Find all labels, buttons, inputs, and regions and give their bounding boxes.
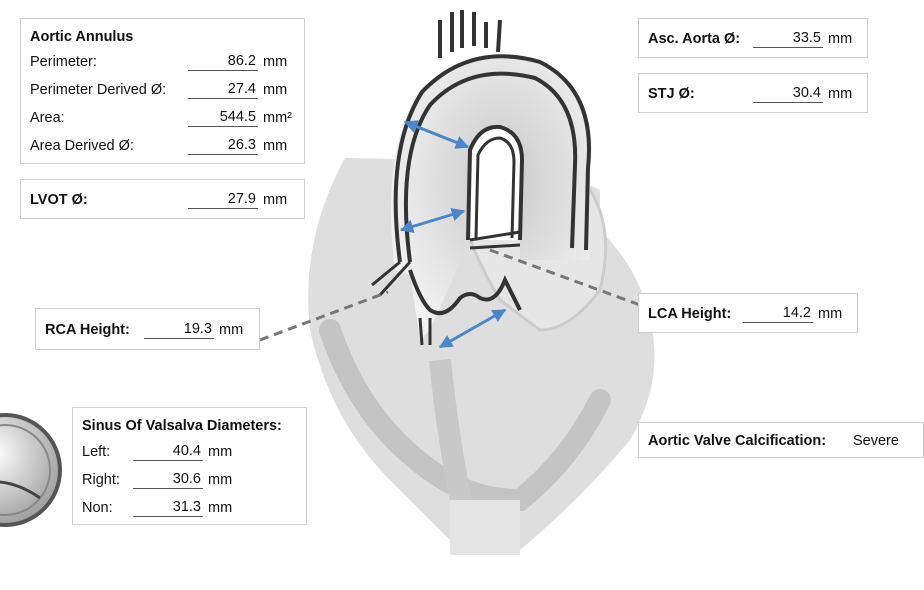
sinus-non-value: 31.3 bbox=[133, 498, 203, 517]
lca-leader-line bbox=[489, 248, 641, 307]
annulus-row-area-derived: Area Derived Ø: 26.3 mm bbox=[30, 136, 288, 155]
sinus-left-value: 40.4 bbox=[133, 442, 203, 461]
area-derived-value: 26.3 bbox=[188, 136, 258, 155]
stj-panel: STJ Ø: 30.4 mm bbox=[638, 73, 868, 113]
lca-height-panel: LCA Height: 14.2 mm bbox=[638, 293, 858, 333]
asc-aorta-arrow bbox=[403, 120, 470, 149]
rca-height-panel: RCA Height: 19.3 mm bbox=[35, 308, 260, 350]
area-value: 544.5 bbox=[188, 108, 258, 127]
sinus-of-valsalva-panel: Sinus Of Valsalva Diameters: Left: 40.4 … bbox=[72, 407, 307, 525]
asc-aorta-value: 33.5 bbox=[753, 29, 823, 48]
perimeter-derived-value: 27.4 bbox=[188, 80, 258, 99]
aortic-annulus-title: Aortic Annulus bbox=[30, 29, 134, 45]
aortic-valve-icon bbox=[0, 413, 62, 527]
calcification-panel: Aortic Valve Calcification: Severe bbox=[638, 422, 924, 458]
sinus-row-left: Left: 40.4 mm bbox=[82, 442, 233, 461]
perimeter-value: 86.2 bbox=[188, 52, 258, 71]
lvot-panel: LVOT Ø: 27.9 mm bbox=[20, 179, 305, 219]
annulus-row-perimeter-derived: Perimeter Derived Ø: 27.4 mm bbox=[30, 80, 288, 99]
annulus-row-perimeter: Perimeter: 86.2 mm bbox=[30, 52, 288, 71]
lca-height-value: 14.2 bbox=[743, 304, 813, 323]
calcification-value: Severe bbox=[853, 433, 899, 449]
stj-value: 30.4 bbox=[753, 84, 823, 103]
sinus-row-non: Non: 31.3 mm bbox=[82, 498, 233, 517]
lvot-value: 27.9 bbox=[188, 190, 258, 209]
rca-height-value: 19.3 bbox=[144, 320, 214, 339]
sinus-title: Sinus Of Valsalva Diameters: bbox=[82, 418, 282, 434]
rca-leader-line bbox=[259, 290, 389, 342]
asc-aorta-panel: Asc. Aorta Ø: 33.5 mm bbox=[638, 18, 868, 58]
aortic-annulus-panel: Aortic Annulus Perimeter: 86.2 mm Perime… bbox=[20, 18, 305, 164]
sinus-right-value: 30.6 bbox=[133, 470, 203, 489]
annulus-row-area: Area: 544.5 mm² bbox=[30, 108, 292, 127]
sinus-row-right: Right: 30.6 mm bbox=[82, 470, 233, 489]
stj-arrow bbox=[399, 208, 466, 233]
annulus-arrow bbox=[438, 308, 507, 349]
